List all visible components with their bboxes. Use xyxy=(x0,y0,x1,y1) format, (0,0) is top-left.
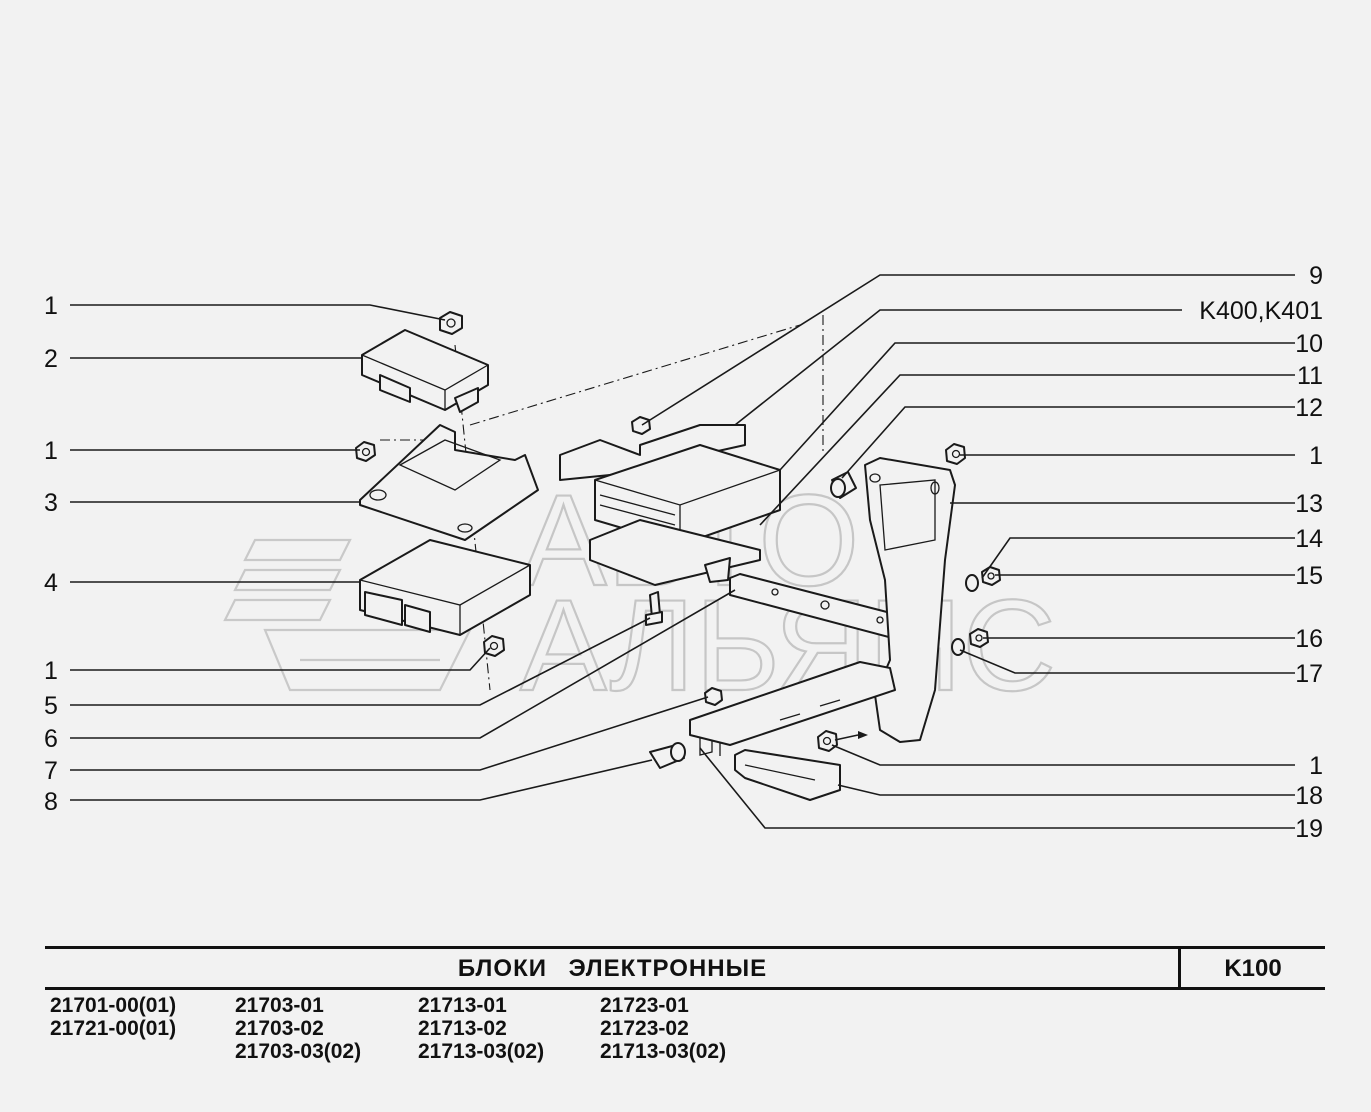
control-module-upper xyxy=(361,329,489,413)
model-code: 21723-02 xyxy=(600,1017,689,1040)
module-bracket xyxy=(359,424,539,541)
callout-left-2: 2 xyxy=(44,345,58,373)
model-code: 21713-03(02) xyxy=(418,1040,545,1063)
lower-bracket xyxy=(689,661,896,756)
model-code: 21703-01 xyxy=(235,994,324,1017)
callout-right-10: 16 xyxy=(1295,625,1323,653)
callout-right-1: 9 xyxy=(1309,262,1323,290)
title-bar: БЛОКИ ЭЛЕКТРОННЫЕ K100 xyxy=(45,946,1325,990)
callout-right-4: 11 xyxy=(1297,362,1323,390)
page-code: K100 xyxy=(1224,955,1282,982)
callout-left-4: 3 xyxy=(44,489,58,517)
callout-left-7: 5 xyxy=(44,692,58,720)
callout-left-5: 4 xyxy=(44,569,58,597)
callout-right-13: 18 xyxy=(1295,782,1323,810)
page-title: БЛОКИ ЭЛЕКТРОННЫЕ xyxy=(457,955,768,982)
callout-right-8: 14 xyxy=(1295,525,1323,553)
callout-left-9: 7 xyxy=(44,757,58,785)
callout-right-11: 17 xyxy=(1295,660,1323,688)
parts-diagram: АВТО АЛЬЯНС xyxy=(44,262,1323,843)
callout-left-1: 1 xyxy=(44,292,58,320)
bushing xyxy=(649,742,686,769)
callout-left-3: 1 xyxy=(44,437,58,465)
callout-right-6: 1 xyxy=(1309,442,1323,470)
callout-left-10: 8 xyxy=(44,788,58,816)
title-separator xyxy=(1178,949,1181,990)
arrow xyxy=(834,731,868,741)
nuts-washers xyxy=(951,566,1001,656)
model-code: 21703-03(02) xyxy=(235,1040,362,1063)
callout-right-3: 10 xyxy=(1295,330,1323,358)
model-code: 21713-01 xyxy=(418,994,507,1017)
nut-parts xyxy=(355,311,966,752)
leader-lines-right xyxy=(641,274,1295,829)
ecu-unit xyxy=(559,416,781,586)
callout-right-12: 1 xyxy=(1309,752,1323,780)
model-code: 21701-00(01) xyxy=(50,994,177,1017)
callout-right-9: 15 xyxy=(1295,562,1323,590)
callout-left-8: 6 xyxy=(44,725,58,753)
model-column-4: 21723-01 21723-02 21713-03(02) xyxy=(600,994,726,1063)
model-column-1: 21701-00(01) 21721-00(01) xyxy=(50,994,176,1040)
callout-right-5: 12 xyxy=(1295,394,1323,422)
model-code: 21703-02 xyxy=(235,1017,324,1040)
model-code: 21721-00(01) xyxy=(50,1017,177,1040)
model-column-2: 21703-01 21703-02 21703-03(02) xyxy=(235,994,361,1063)
model-code: 21713-02 xyxy=(418,1017,507,1040)
model-code: 21713-03(02) xyxy=(600,1040,727,1063)
callout-right-2: K400,K401 xyxy=(1199,297,1323,325)
callouts-right: 9 K400,K401 10 11 12 1 13 14 15 16 17 1 … xyxy=(1199,262,1323,843)
control-module-lower xyxy=(359,539,531,636)
model-column-3: 21713-01 21713-02 21713-03(02) xyxy=(418,994,544,1063)
clip xyxy=(734,749,841,801)
bolt xyxy=(645,591,663,626)
callout-right-14: 19 xyxy=(1295,815,1323,843)
spacer-12 xyxy=(830,471,857,499)
callouts-left: 1 2 1 3 4 1 5 6 7 8 xyxy=(44,292,58,816)
callout-left-6: 1 xyxy=(44,657,58,685)
model-code: 21723-01 xyxy=(600,994,689,1017)
leader-lines-left xyxy=(70,304,736,801)
callout-right-7: 13 xyxy=(1295,490,1323,518)
